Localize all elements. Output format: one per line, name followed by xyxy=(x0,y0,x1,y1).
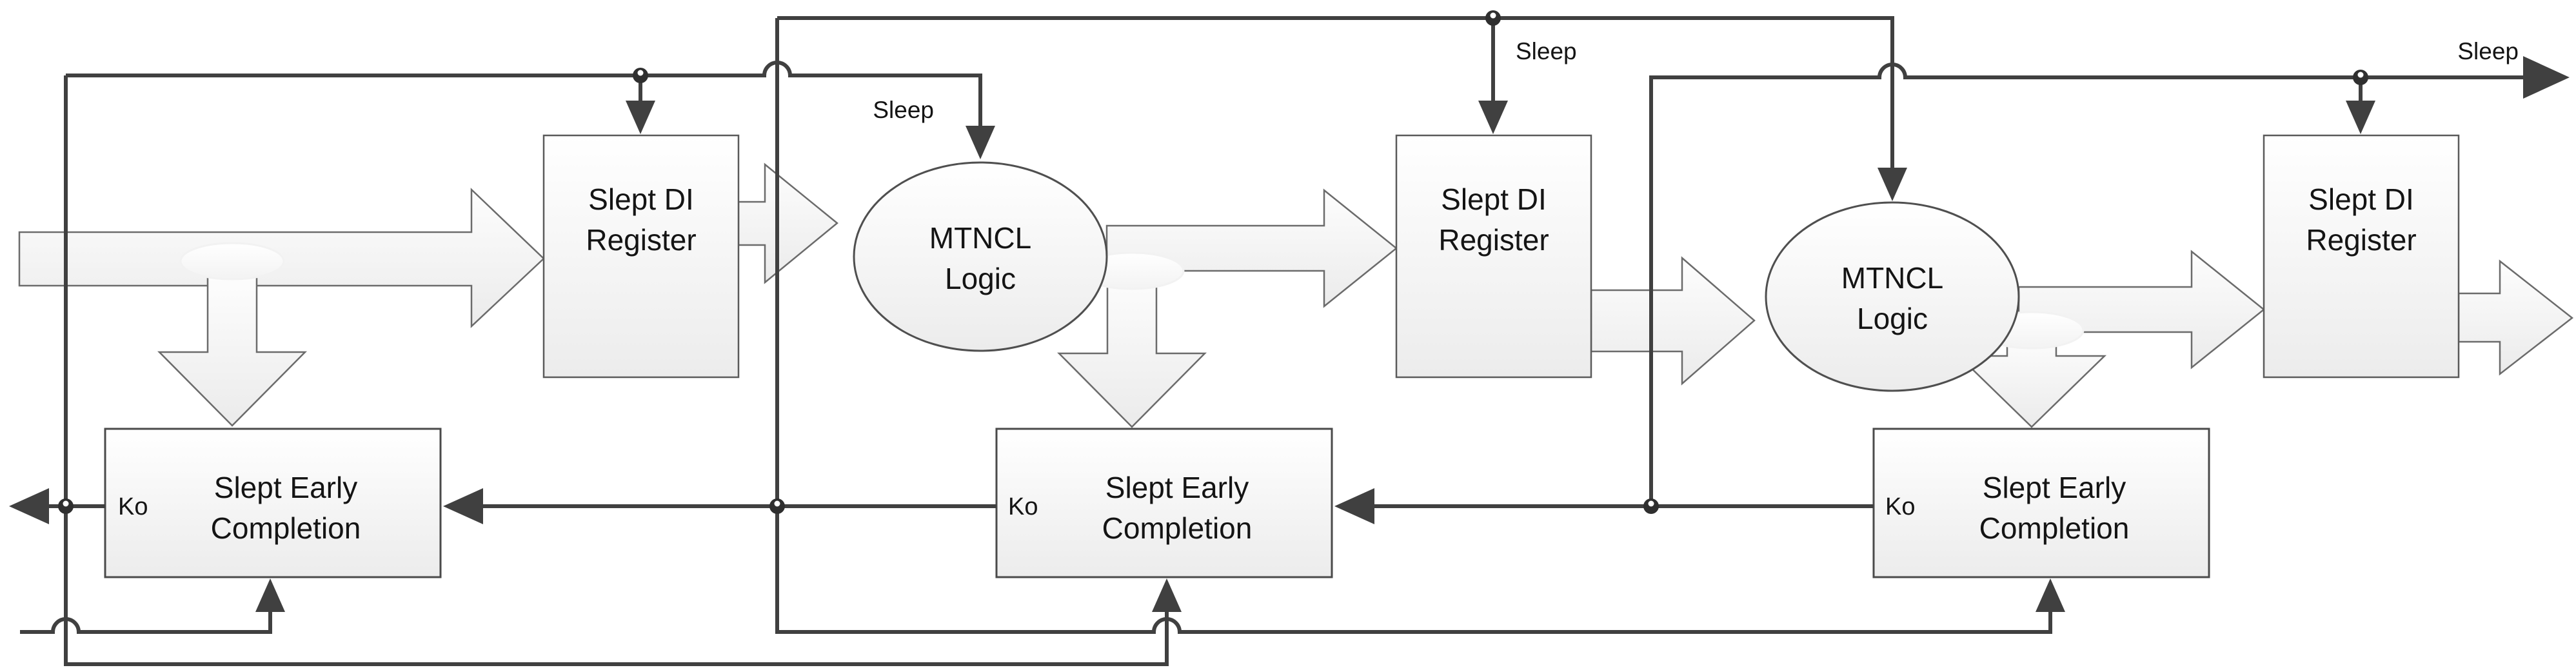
junction-dot xyxy=(1643,498,1659,514)
sec1-ki-bottom-arrowhead xyxy=(255,578,285,612)
slept-di-register-3-box xyxy=(2263,134,2460,379)
data-branch-junction-1 xyxy=(179,242,285,281)
junction-dot xyxy=(1485,10,1501,26)
sec2-ki-arrowhead xyxy=(1152,578,1182,612)
mtncl-logic-1-ellipse xyxy=(853,161,1108,352)
logic-2-label-line2: Logic xyxy=(1857,302,1928,335)
sleep-label-2: Sleep xyxy=(1516,38,1577,64)
sec1-ki-arrowhead xyxy=(443,488,483,524)
register2-sleep-arrowhead xyxy=(1478,101,1508,134)
slept-di-register-1-box xyxy=(542,134,740,379)
completion-1-label-line1: Slept Early xyxy=(214,471,357,504)
data-arrow-reg1-logic1 xyxy=(737,163,838,284)
logic2-sleep-arrowhead xyxy=(1878,168,1907,201)
register-2-label-line2: Register xyxy=(1438,223,1549,257)
sleep-label-1: Sleep xyxy=(873,97,934,123)
blocks xyxy=(104,134,2460,578)
logic-1-label-line1: MTNCL xyxy=(929,221,1031,255)
junction-dot xyxy=(2353,70,2368,85)
junction-dot xyxy=(769,498,785,514)
completion-2-ko-label: Ko xyxy=(1008,493,1038,520)
sleep-output-arrowhead xyxy=(2523,56,2570,99)
completion-1-label-line2: Completion xyxy=(211,511,361,545)
completion-2-label-line1: Slept Early xyxy=(1105,471,1249,504)
signal-wires xyxy=(9,16,2570,666)
labels: Slept DI Register Slept DI Register Slep… xyxy=(118,38,2519,545)
logic-2-label-line1: MTNCL xyxy=(1841,261,1943,295)
slept-early-completion-3-box xyxy=(1872,428,2210,578)
register-3-label-line2: Register xyxy=(2306,223,2416,257)
junction-dot xyxy=(58,498,74,514)
sec1-ki-input-wire xyxy=(20,612,272,634)
logic-1-label-line2: Logic xyxy=(945,262,1016,295)
register-1-label-line1: Slept DI xyxy=(588,182,694,216)
sec2-ko-input-arrowhead xyxy=(1334,488,1374,524)
completion-3-label-line1: Slept Early xyxy=(1983,471,2126,504)
completion-3-ko-label: Ko xyxy=(1885,493,1915,520)
sec2-ko-riser-and-bottom-run xyxy=(775,18,2052,634)
sec3-ki-arrowhead xyxy=(2036,578,2065,612)
datapath-arrows xyxy=(18,163,2574,428)
slept-early-completion-2-box xyxy=(995,428,1333,578)
top-sleep-rail xyxy=(777,16,1894,168)
data-branch-arrow-1 xyxy=(157,276,307,427)
completion-3-label-line2: Completion xyxy=(1979,511,2130,545)
connection-dots xyxy=(58,10,2368,514)
completion-1-ko-label: Ko xyxy=(118,493,148,520)
slept-early-completion-1-box xyxy=(104,428,442,578)
register-1-label-line2: Register xyxy=(586,223,696,257)
register1-sleep-arrowhead xyxy=(626,101,655,134)
register-2-label-line1: Slept DI xyxy=(1441,182,1547,216)
completion-2-label-line2: Completion xyxy=(1102,511,1253,545)
ko1-output-arrowhead xyxy=(9,488,49,524)
stage1-sleep-wire xyxy=(66,61,982,126)
register-3-label-line1: Slept DI xyxy=(2308,182,2414,216)
sec3-ko-riser-and-sleep-out xyxy=(1649,63,2523,506)
data-arrow-reg2-logic2 xyxy=(1590,256,1756,386)
slept-di-register-2-box xyxy=(1395,134,1592,379)
sec1-ko-feedback-rail xyxy=(64,75,1169,666)
data-output-arrow xyxy=(2457,259,2574,376)
sleep-label-3: Sleep xyxy=(2457,38,2519,64)
junction-dot xyxy=(633,68,648,83)
register3-sleep-arrowhead xyxy=(2346,101,2375,134)
mtncl-logic-2-ellipse xyxy=(1765,201,2020,392)
logic1-sleep-arrowhead xyxy=(966,126,995,159)
